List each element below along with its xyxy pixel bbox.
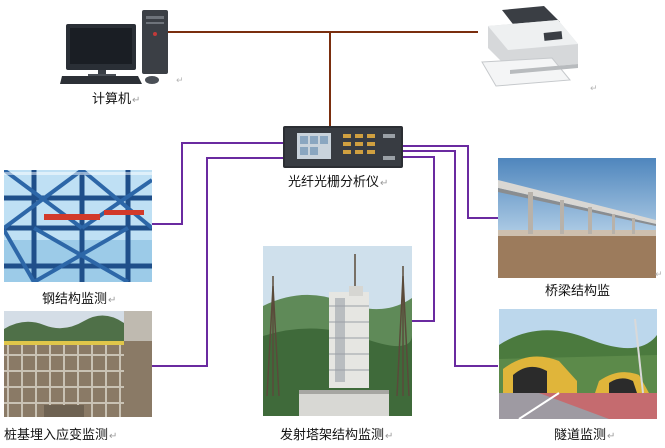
- fiber-to-tunnel: [402, 150, 498, 367]
- paragraph-mark: ↵: [590, 84, 598, 94]
- desktop-computer-icon: [60, 10, 168, 84]
- bridge-photo: [498, 158, 656, 278]
- paragraph-mark: ↵: [176, 76, 184, 86]
- printer-icon: [481, 6, 578, 87]
- fiber-to-tower: [402, 156, 435, 322]
- pile-label: 桩基埋入应变监测↵: [4, 428, 118, 443]
- tunnel-label: 隧道监测↵: [554, 428, 616, 443]
- fiber-to-steel: [151, 142, 283, 225]
- pile-foundation-photo: [4, 311, 152, 417]
- bridge-label: 桥梁结构监: [545, 284, 611, 299]
- launch-tower-photo: [263, 246, 412, 416]
- fiber-to-bridge: [402, 145, 498, 219]
- tunnel-photo: [499, 309, 657, 419]
- steel-label: 钢结构监测↵: [42, 292, 117, 307]
- computer-label: 计算机↵: [92, 92, 141, 107]
- fiber-to-pile: [152, 157, 283, 367]
- analyzer-label: 光纤光栅分析仪↵: [288, 175, 389, 190]
- paragraph-mark: ↵: [655, 270, 663, 280]
- tower-label: 发射塔架结构监测↵: [280, 428, 394, 443]
- steel-structure-photo: [4, 170, 152, 282]
- fiber-grating-analyzer-icon: [283, 126, 403, 168]
